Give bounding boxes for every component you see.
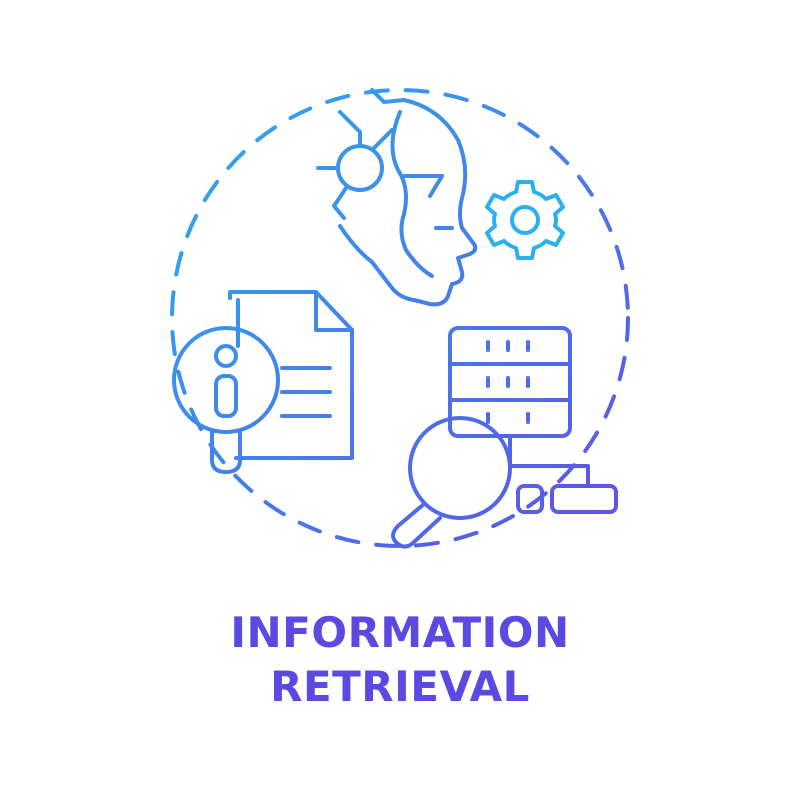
document-icon	[228, 290, 354, 460]
gear-icon	[485, 180, 565, 260]
info-magnifier-icon	[172, 326, 280, 474]
dashed-circle-frame	[170, 88, 630, 548]
search-magnifier-icon	[391, 416, 512, 549]
information-retrieval-illustration	[170, 88, 630, 549]
title-line-1: INFORMATION	[230, 608, 570, 657]
server-database-icon	[448, 326, 618, 514]
ai-robot-head-icon	[316, 88, 478, 307]
title-line-2: RETRIEVAL	[270, 662, 530, 711]
